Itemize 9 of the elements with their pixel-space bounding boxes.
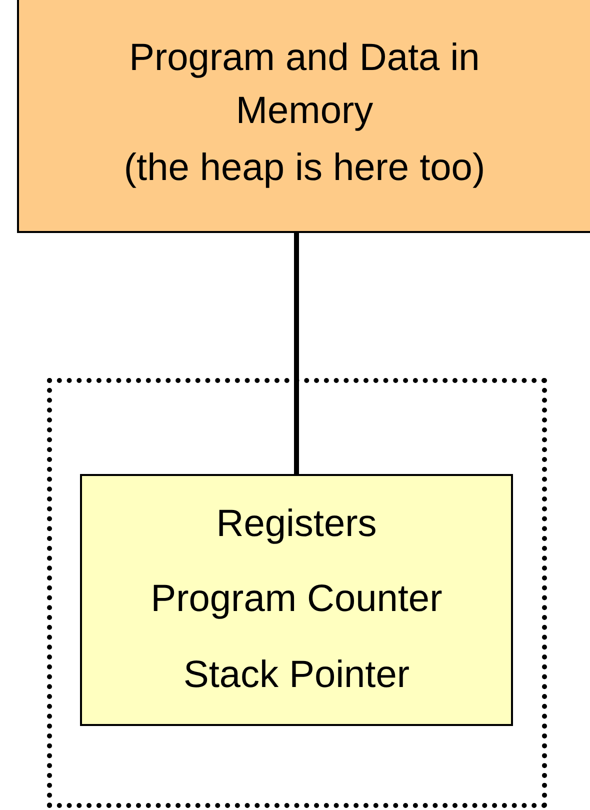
box-label: Registers — [216, 502, 377, 548]
box-label: Stack Pointer — [184, 652, 410, 698]
box-label: Program and Data in Memory — [128, 36, 481, 134]
connector-line — [294, 233, 299, 474]
process-box — [80, 474, 513, 726]
dotted-boundary-box — [47, 378, 547, 808]
process-box — [17, 0, 590, 233]
box-label: Program Counter — [150, 577, 442, 622]
box-label: (the heap is here too) — [124, 146, 486, 192]
